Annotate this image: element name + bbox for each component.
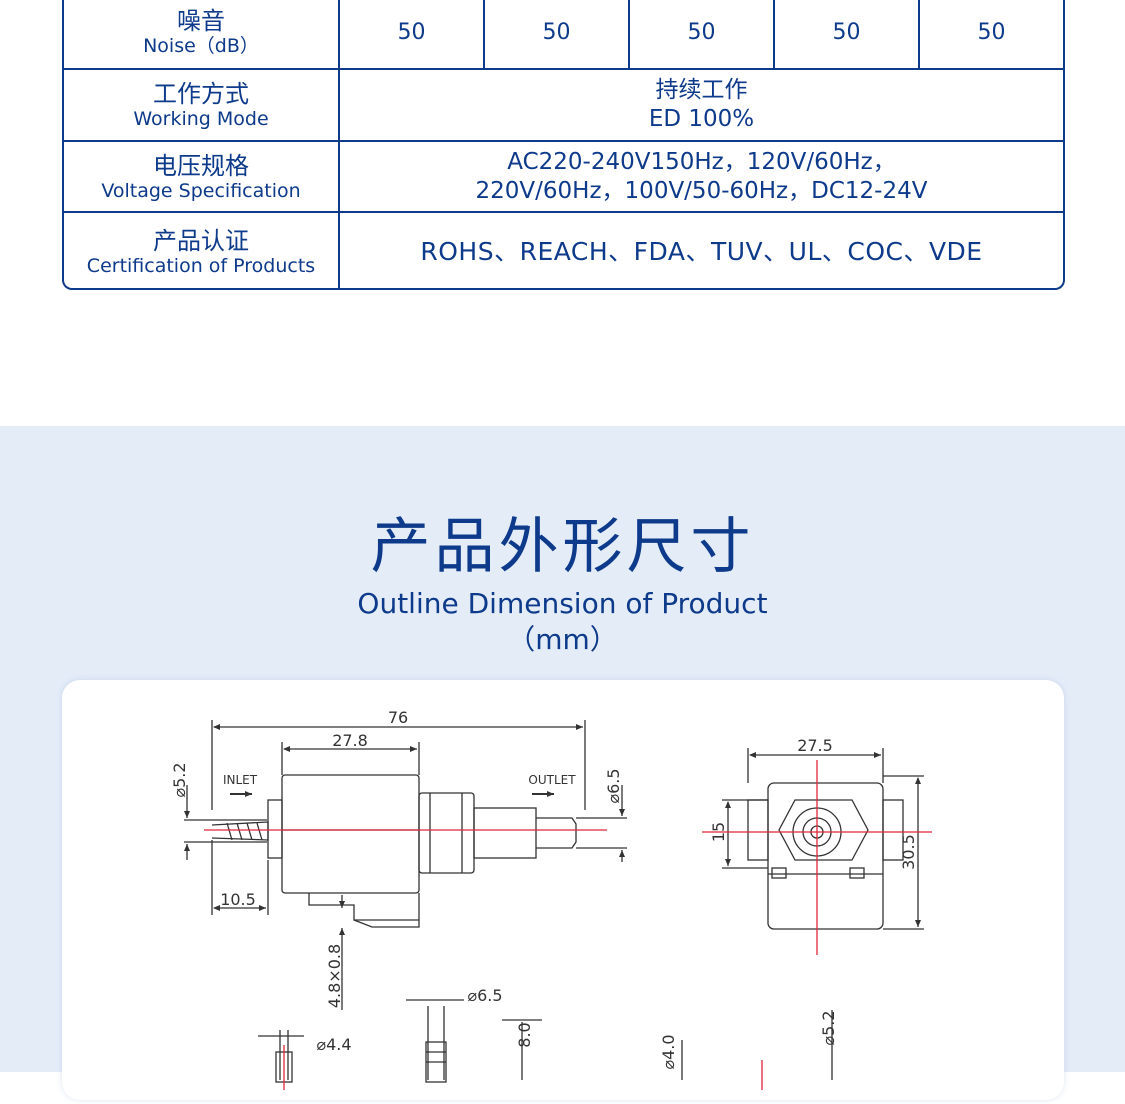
row-label-en: Working Mode [133, 108, 269, 130]
dim-side-height: 30.5 [899, 834, 918, 870]
row-label: 电压规格 Voltage Specification [64, 142, 340, 211]
value-line: 220V/60Hz，100V/50-60Hz，DC12-24V [475, 177, 928, 204]
section-subtitle: Outline Dimension of Product [357, 587, 768, 620]
spec-table: 噪音 Noise（dB） 50 50 50 50 50 工作方式 Working… [62, 0, 1065, 290]
dim-inlet-dia: ⌀5.2 [170, 762, 189, 797]
table-cell: 50 [977, 19, 1006, 45]
dim-detail-2: ⌀4.4 [316, 1035, 351, 1054]
row-label-zh: 工作方式 [153, 80, 249, 108]
noise-values: 50 50 50 50 50 [340, 0, 1063, 68]
dimension-section: 产品外形尺寸 Outline Dimension of Product （mm） [0, 426, 1125, 1100]
value-line: ROHS、REACH、FDA、TUV、UL、COC、VDE [420, 237, 983, 266]
value-line: ED 100% [648, 106, 755, 132]
outlet-label: OUTLET [528, 773, 576, 787]
dim-overall-length: 76 [388, 708, 408, 727]
row-label-en: Certification of Products [86, 254, 316, 277]
working-mode-value: 持续工作 ED 100% [340, 70, 1063, 140]
row-label-zh: 噪音 [177, 7, 225, 35]
dim-detail-5: ⌀5.2 [819, 1010, 838, 1045]
dim-inlet-length: 10.5 [220, 890, 256, 909]
table-cell: 50 [775, 0, 920, 68]
dim-outlet-dia: ⌀6.5 [604, 768, 623, 803]
row-label: 噪音 Noise（dB） [64, 0, 340, 68]
dimension-drawing: 76 27.8 10.5 27.5 ⌀6.5 ⌀4.4 INLET OUTLET… [170, 708, 932, 1090]
section-title: 产品外形尺寸 [370, 512, 755, 582]
row-label-en: Voltage Specification [101, 179, 301, 202]
section-unit: （mm） [507, 623, 618, 656]
dim-side-width: 27.5 [797, 736, 833, 755]
row-label: 产品认证 Certification of Products [64, 213, 340, 288]
row-label: 工作方式 Working Mode [64, 70, 340, 140]
table-cell: 50 [630, 0, 775, 68]
drawing-card: 76 27.8 10.5 27.5 ⌀6.5 ⌀4.4 INLET OUTLET… [62, 680, 1064, 1100]
dim-detail-4: ⌀4.0 [659, 1034, 678, 1069]
certification-value: ROHS、REACH、FDA、TUV、UL、COC、VDE [340, 213, 1063, 288]
row-label-zh: 电压规格 [153, 151, 249, 180]
table-row-working-mode: 工作方式 Working Mode 持续工作 ED 100% [64, 70, 1063, 142]
table-row-noise: 噪音 Noise（dB） 50 50 50 50 50 [64, 0, 1063, 70]
dim-side-center: 15 [709, 822, 728, 842]
dim-detail-3: 8.0 [515, 1022, 534, 1047]
table-cell: 50 [340, 0, 485, 68]
inlet-label: INLET [223, 773, 258, 787]
table-cell: 50 [485, 0, 630, 68]
row-label-en: Noise（dB） [143, 35, 259, 57]
dim-detail-1: ⌀6.5 [467, 986, 502, 1005]
dim-terminal: 4.8×0.8 [325, 944, 344, 1008]
table-row-certification: 产品认证 Certification of Products ROHS、REAC… [64, 213, 1063, 288]
value-line: AC220-240V150Hz，120V/60Hz， [507, 148, 896, 175]
value-line: 持续工作 [655, 77, 748, 103]
table-row-voltage: 电压规格 Voltage Specification AC220-240V150… [64, 142, 1063, 213]
dim-body-length: 27.8 [332, 731, 368, 750]
voltage-value: AC220-240V150Hz，120V/60Hz， 220V/60Hz，100… [340, 142, 1063, 211]
row-label-zh: 产品认证 [153, 226, 249, 255]
